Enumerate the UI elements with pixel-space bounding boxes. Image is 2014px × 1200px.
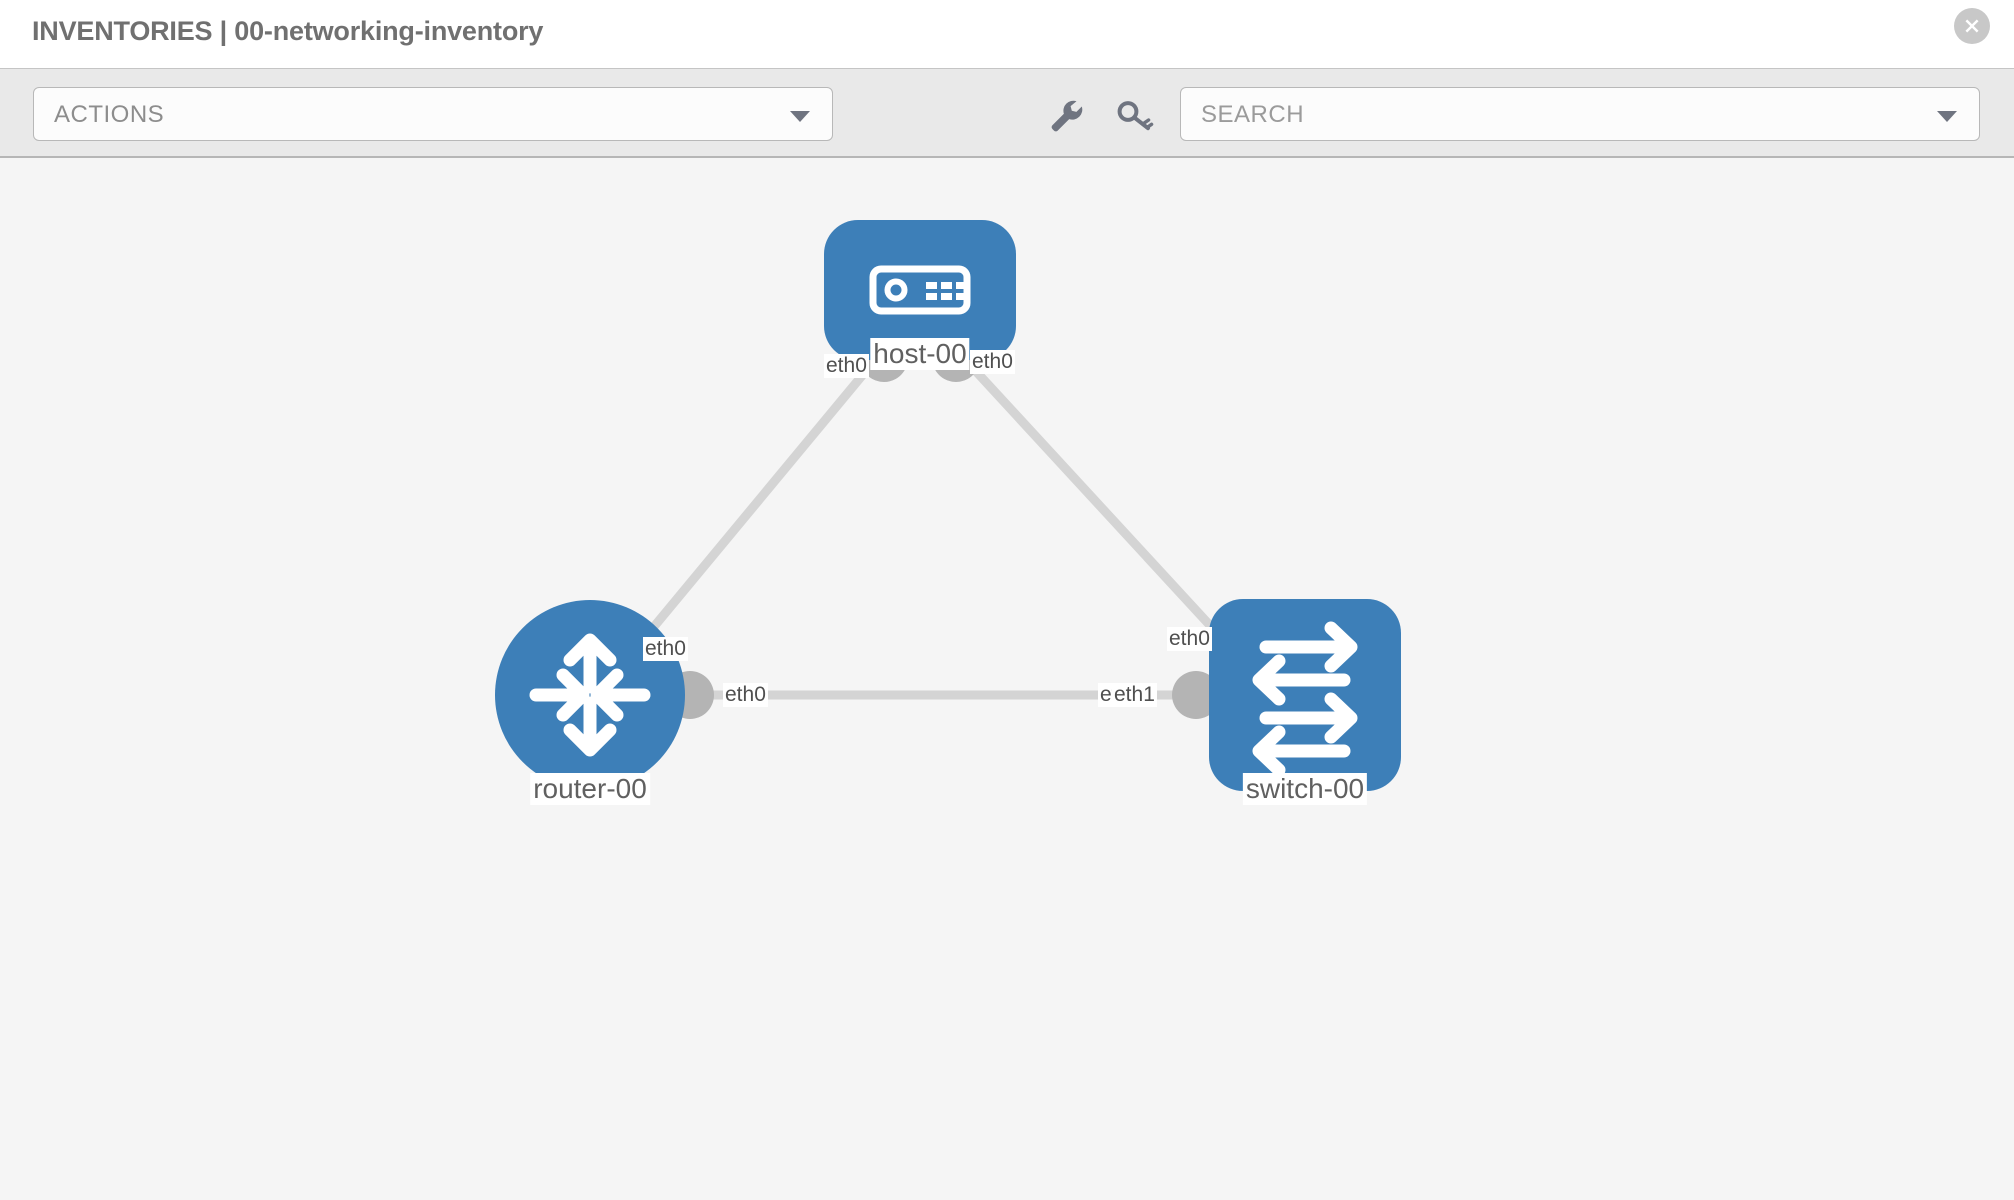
interface-endpoints [606, 334, 1260, 719]
node-label-switch-00: switch-00 [1242, 773, 1368, 805]
node-host-00 [824, 220, 1016, 360]
iface-label-switch-up: eth0 [1167, 627, 1212, 651]
iface-label-router-up: eth0 [643, 637, 688, 661]
search-input[interactable]: SEARCH [1180, 87, 1980, 141]
iface-label-host-right: eth0 [970, 350, 1015, 374]
close-icon[interactable] [1954, 8, 1990, 44]
page-title: INVENTORIES | 00-networking-inventory [32, 16, 544, 46]
iface-label-host-left: eth0 [824, 354, 869, 378]
iface-label-switch-left: eth1 [1112, 683, 1157, 707]
wrench-icon[interactable] [1046, 97, 1086, 133]
link-host-router [623, 349, 885, 663]
topology-graph [495, 220, 1401, 791]
title-bar: INVENTORIES | 00-networking-inventory [0, 0, 2014, 68]
node-switch-00 [1209, 599, 1401, 791]
search-placeholder: SEARCH [1201, 101, 1305, 128]
actions-dropdown[interactable]: ACTIONS [33, 87, 833, 141]
endpoint-switch-left [1172, 671, 1220, 719]
key-icon[interactable] [1115, 97, 1155, 133]
actions-dropdown-label: ACTIONS [54, 101, 165, 128]
node-router-00 [495, 600, 685, 790]
topology-links [623, 349, 1260, 700]
toolbar: ACTIONS SEARCH [0, 68, 2014, 158]
topology-canvas[interactable]: eth0 eth0 eth0 eth0 eth0 eth eth1 host-0… [0, 158, 2014, 1200]
iface-label-router-right: eth0 [723, 683, 768, 707]
link-host-switch [955, 349, 1245, 663]
search-chevron-down-icon[interactable] [1937, 111, 1957, 122]
node-label-router-00: router-00 [530, 773, 650, 805]
node-label-host-00: host-00 [870, 338, 970, 370]
chevron-down-icon [790, 111, 810, 122]
